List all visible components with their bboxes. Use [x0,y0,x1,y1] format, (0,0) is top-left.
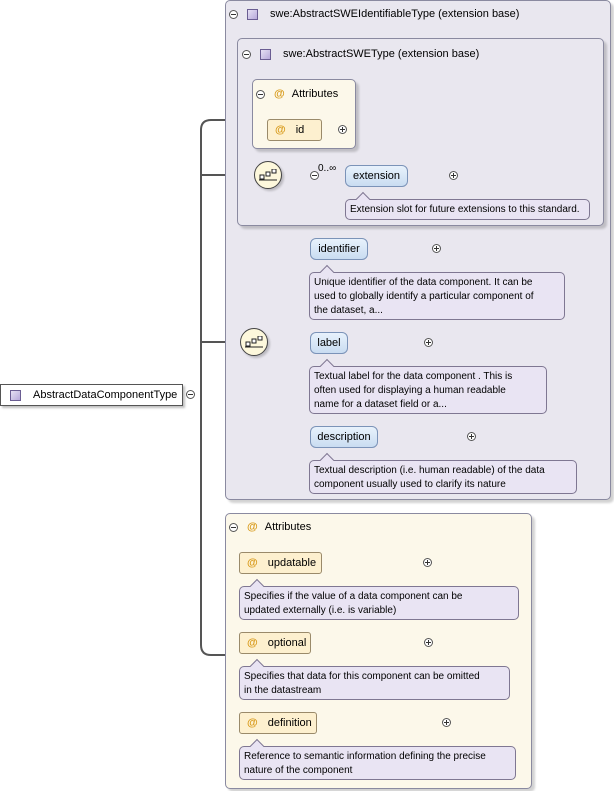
element-label-label: label [317,337,341,349]
description-doc: Textual description (i.e. human readable… [309,460,577,494]
extension-doc: Extension slot for future extensions to … [345,199,590,220]
identifier-doc: Unique identifier of the data component.… [309,272,565,320]
attributes-header: @ Attributes [229,521,311,533]
doc-line: the dataset, a... [314,305,383,316]
attribute-icon: @ [274,88,285,100]
attribute-icon: @ [247,717,258,729]
complex-type-icon [247,8,258,20]
attribute-definition[interactable]: @ definition [239,712,317,734]
doc-line: Textual label for the data component . T… [314,371,513,382]
attributes-title: Attributes [264,521,312,533]
inner-attributes-title: Attributes [291,88,339,100]
root-type-label: AbstractDataComponentType [33,389,178,401]
doc-line: Textual description (i.e. human readable… [314,465,545,476]
attribute-updatable-label: updatable [267,557,317,569]
attribute-icon: @ [247,521,258,533]
swe-type-title: swe:AbstractSWEType (extension base) [283,48,480,60]
attribute-optional-label: optional [267,637,307,649]
identifiable-collapse-icon[interactable] [229,9,238,19]
extension-multiplicity: 0..∞ [318,163,337,174]
element-description[interactable]: description [310,426,378,448]
attributes-collapse-icon[interactable] [229,522,238,532]
root-type[interactable]: AbstractDataComponentType [0,384,183,406]
doc-line: Unique identifier of the data component.… [314,277,533,288]
attribute-definition-expand-icon[interactable] [441,718,451,727]
element-extension-expand-icon[interactable] [449,171,459,180]
attribute-updatable[interactable]: @ updatable [239,552,322,574]
attribute-icon: @ [247,557,258,569]
element-identifier-label: identifier [318,243,360,255]
element-identifier[interactable]: identifier [310,238,368,260]
attribute-updatable-expand-icon[interactable] [422,558,432,567]
swe-type-collapse-icon[interactable] [242,49,251,59]
doc-line: in the datastream [244,685,322,696]
extension-doc-text: Extension slot for future extensions to … [350,204,580,215]
wire-attributes-inner [200,119,254,395]
attribute-optional[interactable]: @ optional [239,632,311,654]
attribute-id-expand-icon[interactable] [338,125,348,134]
definition-doc: Reference to semantic information defini… [239,746,516,780]
optional-doc: Specifies that data for this component c… [239,666,510,700]
swe-type-header: swe:AbstractSWEType (extension base) [242,48,479,60]
element-extension[interactable]: extension [345,165,408,187]
attribute-id-label: id [295,124,305,136]
identifiable-type-title: swe:AbstractSWEIdentifiableType (extensi… [270,8,520,20]
doc-line: name for a dataset field or a... [314,399,447,410]
attribute-optional-expand-icon[interactable] [423,638,433,647]
inner-attributes-header: @ Attributes [256,88,338,100]
element-label[interactable]: label [310,332,348,354]
identifiable-type-header: swe:AbstractSWEIdentifiableType (extensi… [229,8,519,20]
element-description-expand-icon[interactable] [467,432,477,441]
doc-line: Specifies that data for this component c… [244,671,480,682]
complex-type-icon [260,48,271,60]
doc-line: component usually used to clarify its na… [314,479,506,490]
extension-sequence-collapse-icon[interactable] [310,171,320,180]
element-extension-label: extension [352,170,401,182]
sequence-compositor-icon[interactable] [254,161,282,189]
label-doc: Textual label for the data component . T… [309,366,547,414]
attribute-icon: @ [247,637,258,649]
doc-line: nature of the component [244,765,353,776]
doc-line: Reference to semantic information defini… [244,751,486,762]
element-description-label: description [317,431,371,443]
doc-line: Specifies if the value of a data compone… [244,591,463,602]
attribute-icon: @ [275,124,286,136]
doc-line: updated externally (i.e. is variable) [244,605,397,616]
root-collapse-icon[interactable] [186,390,195,399]
complex-type-icon [10,389,21,401]
sequence-compositor-icon[interactable] [240,328,268,356]
doc-line: used to globally identify a particular c… [314,291,534,302]
inner-attributes-collapse-icon[interactable] [256,89,265,99]
element-label-expand-icon[interactable] [424,338,434,347]
sequence-compositor-glyph [259,169,277,181]
sequence-compositor-glyph [245,336,263,348]
wire-attributes [200,395,225,656]
attribute-id[interactable]: @ id [267,119,322,141]
updatable-doc: Specifies if the value of a data compone… [239,586,519,620]
element-identifier-expand-icon[interactable] [432,244,442,253]
doc-line: often used for displaying a human readab… [314,385,506,396]
attribute-definition-label: definition [267,717,312,729]
